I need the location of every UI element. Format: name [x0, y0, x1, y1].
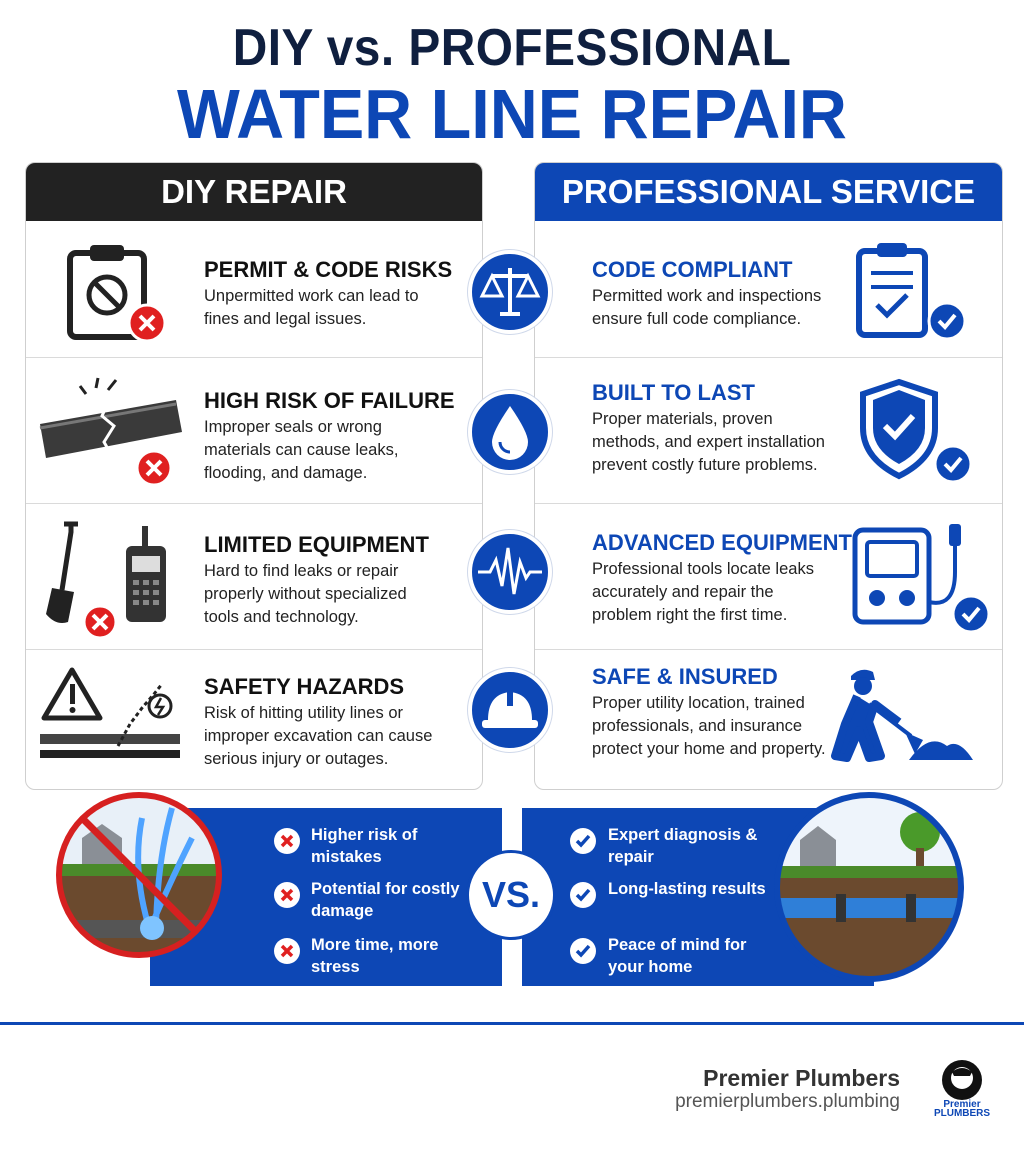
pro-summary-point: Expert diagnosis & repair [608, 826, 758, 866]
pro-panel: PROFESSIONAL SERVICE CODE COMPLIANT Perm… [534, 162, 1003, 790]
diy-item-title: LIMITED EQUIPMENT [204, 532, 429, 557]
x-icon [274, 828, 300, 854]
page-title-line2: WATER LINE REPAIR [177, 75, 847, 153]
premier-plumbers-logo: Premier PLUMBERS [934, 1060, 990, 1118]
pro-item-title: ADVANCED EQUIPMENT [592, 530, 852, 555]
brand-name: Premier Plumbers [703, 1065, 900, 1091]
pro-heading: PROFESSIONAL SERVICE [535, 163, 1002, 221]
diy-item-safety: SAFETY HAZARDS Risk of hitting utility l… [26, 649, 482, 789]
clipboard-check-icon [856, 243, 967, 341]
leak-detector-icon [852, 524, 991, 634]
diy-item-title: SAFETY HAZARDS [204, 674, 405, 699]
diy-item-desc: Improper seals or wrong materials can ca… [204, 418, 399, 482]
svg-text:Premier: Premier [943, 1099, 980, 1110]
diy-heading: DIY REPAIR [26, 163, 482, 221]
pro-item-desc: Permitted work and inspections ensure fu… [592, 287, 822, 328]
pro-item-title: SAFE & INSURED [592, 664, 778, 689]
diy-item-desc: Unpermitted work can lead to fines and l… [204, 287, 419, 328]
diy-summary-point: More time, more stress [311, 936, 439, 976]
page-title-line1: DIY vs. PROFESSIONAL [232, 19, 792, 77]
pro-item-title: CODE COMPLIANT [592, 257, 793, 282]
pro-item-equipment: ADVANCED EQUIPMENT Professional tools lo… [535, 503, 1002, 649]
pro-item-safe: SAFE & INSURED Proper utility location, … [535, 649, 1002, 789]
diy-item-desc: Hard to find leaks or repair properly wi… [204, 562, 407, 626]
vs-badge: VS. [466, 850, 556, 940]
brand-url[interactable]: premierplumbers.plumbing [675, 1091, 900, 1112]
diy-item-equipment: LIMITED EQUIPMENT Hard to find leaks or … [26, 503, 482, 649]
shovel-radio-icon [46, 521, 166, 638]
diy-item-failure: HIGH RISK OF FAILURE Improper seals or w… [26, 357, 482, 503]
pro-item-title: BUILT TO LAST [592, 380, 755, 405]
check-icon [570, 938, 596, 964]
clipboard-prohibited-icon [67, 245, 167, 343]
diy-panel: DIY REPAIR PERMIT & CODE RISKS Unpermitt… [25, 162, 483, 790]
scales-icon [468, 250, 552, 334]
pro-item-desc: Professional tools locate leaks accurate… [592, 560, 814, 624]
hard-hat-icon [468, 668, 552, 752]
diy-summary-point: Potential for costly damage [311, 880, 460, 920]
repaired-pipe-illustration [774, 792, 964, 982]
diy-summary-point: Higher risk of mistakes [311, 826, 418, 866]
diy-item-permit: PERMIT & CODE RISKS Unpermitted work can… [26, 221, 482, 357]
shield-check-icon [860, 378, 973, 484]
worker-digging-icon [831, 669, 973, 762]
pro-item-durable: BUILT TO LAST Proper materials, proven m… [535, 357, 1002, 503]
check-icon [570, 828, 596, 854]
warning-utility-line-icon [40, 667, 180, 758]
waveform-icon [468, 530, 552, 614]
diy-item-title: HIGH RISK OF FAILURE [204, 388, 455, 413]
diy-item-desc: Risk of hitting utility lines or imprope… [204, 704, 433, 768]
pro-item-desc: Proper utility location, trained profess… [592, 694, 826, 758]
diy-item-title: PERMIT & CODE RISKS [204, 257, 453, 282]
pro-summary-point: Peace of mind for your home [608, 936, 747, 976]
footer-divider [0, 1022, 1024, 1025]
burst-pipe-illustration [56, 792, 222, 958]
water-drop-icon [468, 390, 552, 474]
x-icon [274, 882, 300, 908]
svg-text:PLUMBERS: PLUMBERS [934, 1108, 990, 1118]
pro-item-code: CODE COMPLIANT Permitted work and inspec… [535, 221, 1002, 357]
x-icon [274, 938, 300, 964]
pro-summary-point: Long-lasting results [608, 880, 766, 898]
check-icon [570, 882, 596, 908]
cracked-pipe-icon [39, 377, 182, 486]
pro-item-desc: Proper materials, proven methods, and ex… [592, 410, 825, 474]
